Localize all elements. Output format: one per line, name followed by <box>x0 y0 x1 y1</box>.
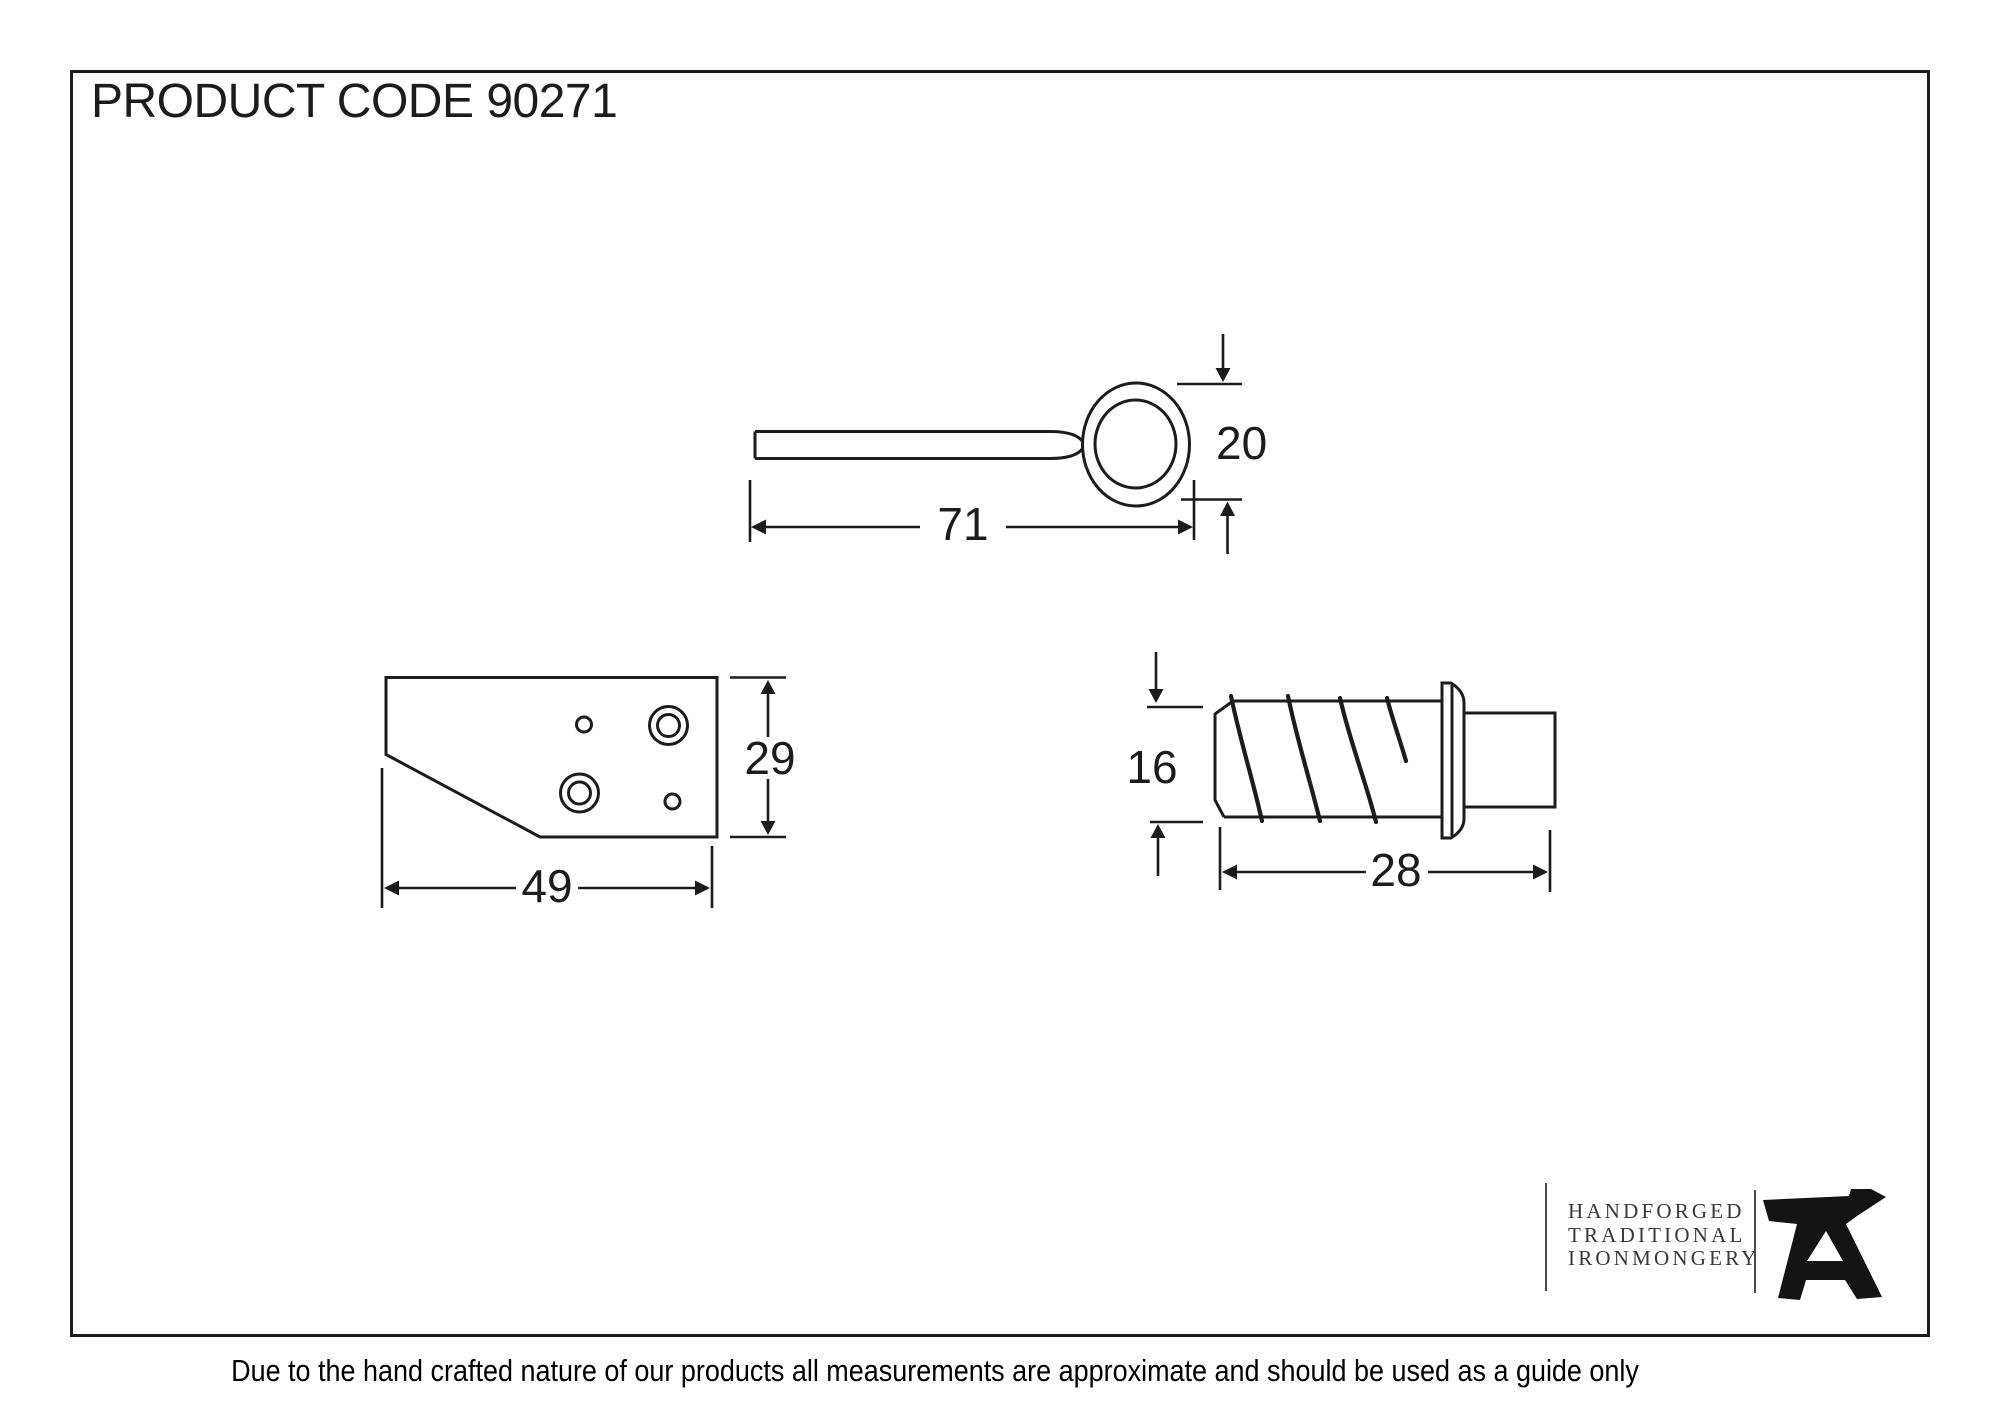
dim-28-right-arrowhead <box>1533 864 1548 880</box>
brand-wordmark-line1: HANDFORGED <box>1568 1199 1745 1223</box>
brand-wordmark-line2: TRADITIONAL <box>1568 1222 1746 1247</box>
dimension-height-29: 29 <box>730 676 796 839</box>
screw-fixing-view: 16 28 <box>1126 652 1557 896</box>
screw-flange-outline <box>1440 681 1466 840</box>
dimension-length-28: 28 <box>1218 827 1552 896</box>
pin-ring-inner <box>1093 398 1178 490</box>
plate-screw-hole-mid-outer <box>559 772 600 814</box>
screw-thread-3 <box>1337 695 1379 825</box>
brand-logo <box>1545 1183 1886 1300</box>
screw-thread-1 <box>1228 693 1265 824</box>
dim-16-label: 16 <box>1126 741 1177 793</box>
screw-spigot-outline <box>1464 711 1557 809</box>
dim-16-down-arrowhead <box>1148 689 1164 703</box>
dim-71-left-arrowhead <box>751 519 766 535</box>
anvil-icon <box>1763 1189 1886 1300</box>
keep-plate-view: 29 49 <box>380 676 796 912</box>
screw-thread-2 <box>1285 693 1323 824</box>
pin-shaft-bottom-edge <box>755 447 1085 460</box>
dim-49-right-arrowhead <box>695 880 710 896</box>
dim-29-label: 29 <box>744 732 795 784</box>
screw-body-left-edge <box>1213 699 1234 818</box>
brand-wordmark: HANDFORGED TRADITIONAL IRONMONGERY <box>1568 1199 1760 1271</box>
dim-29-up-arrowhead <box>760 680 776 694</box>
plate-screw-hole-top-outer <box>648 705 689 746</box>
pin-shaft-top-edge <box>755 430 1085 443</box>
dimension-width-49: 49 <box>380 768 714 912</box>
plate-pin-hole-top <box>575 715 593 734</box>
dim-71-label: 71 <box>937 498 988 550</box>
dim-28-left-arrowhead <box>1222 864 1237 880</box>
anvil-counter-hole <box>1807 1231 1843 1261</box>
dim-16-up-arrowhead <box>1150 824 1166 838</box>
dim-20-down-arrowhead <box>1215 368 1231 382</box>
dim-20-label: 20 <box>1216 417 1267 469</box>
dim-20-up-arrowhead <box>1220 501 1235 516</box>
dim-49-label: 49 <box>521 860 572 912</box>
dim-29-down-arrowhead <box>760 821 776 835</box>
plate-outline <box>384 676 719 839</box>
dim-49-left-arrowhead <box>384 880 399 896</box>
pin-ring-outer <box>1081 381 1191 508</box>
plate-screw-hole-mid-inner <box>567 780 592 806</box>
dimension-ring-20: 20 <box>1177 334 1267 554</box>
page-border <box>70 70 1930 1337</box>
brand-wordmark-line3: IRONMONGERY <box>1568 1246 1760 1270</box>
dim-28-label: 28 <box>1370 844 1421 896</box>
plate-screw-hole-top-inner <box>656 713 681 738</box>
dimension-length-71: 71 <box>748 480 1193 550</box>
measurement-disclaimer: Due to the hand crafted nature of our pr… <box>231 1353 1639 1388</box>
eye-pin-view: 20 71 <box>748 334 1267 554</box>
page-title: PRODUCT CODE 90271 <box>91 75 618 128</box>
plate-pin-hole-bottom <box>663 792 682 811</box>
dimension-diameter-16: 16 <box>1126 652 1203 876</box>
screw-thread-4 <box>1384 695 1409 764</box>
dim-71-right-arrowhead <box>1178 519 1193 535</box>
